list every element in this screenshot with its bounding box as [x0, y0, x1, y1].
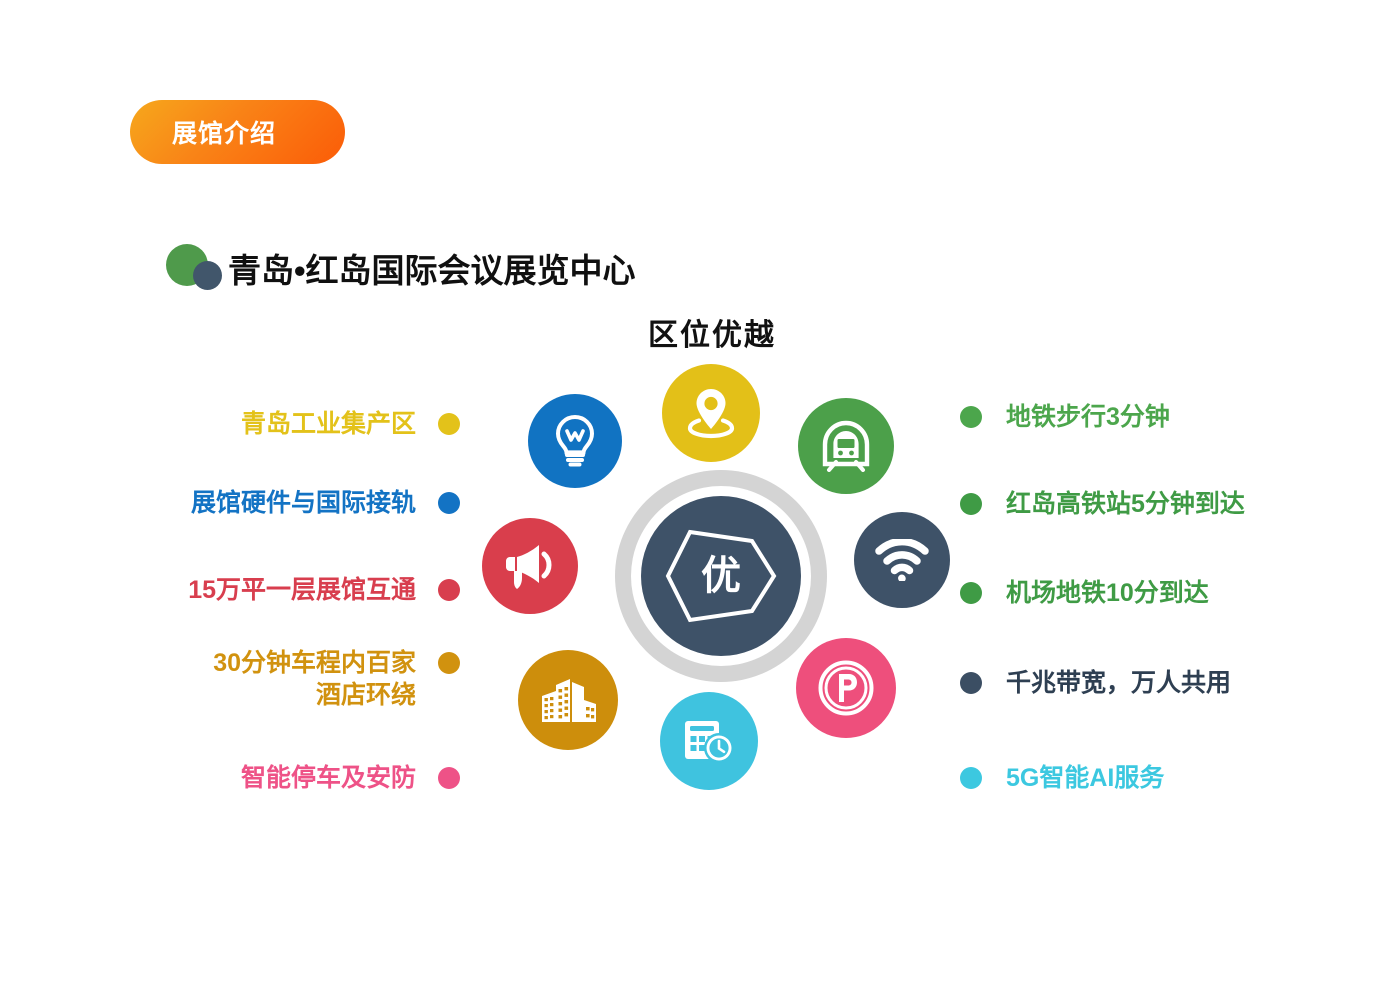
bullet-dot — [438, 579, 460, 601]
icon-circle-subway[interactable] — [798, 398, 894, 494]
hexagon-badge: 优 — [659, 522, 783, 630]
list-item: 青岛工业集产区 — [120, 408, 460, 440]
brand-header: 青岛•红岛国际会议展览中心 — [166, 244, 636, 292]
list-item: 15万平一层展馆互通 — [120, 574, 460, 606]
lightbulb-icon — [555, 415, 595, 467]
brand-title: 青岛•红岛国际会议展览中心 — [228, 252, 636, 289]
list-item: 展馆硬件与国际接轨 — [120, 487, 460, 519]
list-item: 地铁步行3分钟 — [960, 401, 1380, 433]
bullet-dot — [960, 582, 982, 604]
hexagon-outline-icon — [665, 529, 777, 623]
right-item-label: 千兆带宽，万人共用 — [1006, 669, 1232, 697]
list-item: 30分钟车程内百家 酒店环绕 — [120, 647, 460, 711]
right-item-label: 5G智能AI服务 — [1006, 764, 1165, 792]
list-item: 5G智能AI服务 — [960, 762, 1380, 794]
icon-circle-building[interactable] — [518, 650, 618, 750]
left-item-label: 智能停车及安防 — [240, 764, 416, 792]
left-item-label: 30分钟车程内百家 酒店环绕 — [213, 649, 416, 709]
icon-circle-location[interactable] — [662, 364, 760, 462]
brand-logo — [166, 244, 228, 292]
icon-circle-lightbulb[interactable] — [528, 394, 622, 488]
icon-circle-parking[interactable] — [796, 638, 896, 738]
list-item: 千兆带宽，万人共用 — [960, 667, 1380, 699]
bullet-dot — [960, 767, 982, 789]
right-item-label: 机场地铁10分到达 — [1006, 579, 1209, 607]
left-item-label: 展馆硬件与国际接轨 — [190, 489, 416, 517]
megaphone-icon — [506, 545, 552, 589]
bullet-dot — [960, 493, 982, 515]
center-character: 优 — [701, 554, 741, 598]
right-item-label: 地铁步行3分钟 — [1006, 403, 1170, 431]
icon-circle-megaphone[interactable] — [482, 518, 578, 614]
logo-slate-circle — [193, 261, 222, 290]
list-item: 红岛高铁站5分钟到达 — [960, 488, 1380, 520]
page-title: 区位优越 — [648, 319, 776, 352]
bullet-dot — [438, 413, 460, 435]
icon-circle-wifi[interactable] — [854, 512, 950, 608]
calendar-clock-icon — [685, 721, 734, 763]
bullet-dot — [960, 406, 982, 428]
list-item: 机场地铁10分到达 — [960, 577, 1380, 609]
building-icon — [542, 679, 596, 722]
bullet-dot — [960, 672, 982, 694]
bullet-dot — [438, 492, 460, 514]
parking-icon — [818, 660, 874, 716]
center-emblem: 优 — [615, 470, 827, 682]
bullet-dot — [438, 652, 460, 674]
section-badge-label: 展馆介绍 — [172, 120, 277, 148]
icon-circle-calendar-clock[interactable] — [660, 692, 758, 790]
left-item-label: 青岛工业集产区 — [240, 410, 416, 438]
wifi-icon — [875, 539, 929, 581]
section-badge: 展馆介绍 — [130, 100, 345, 164]
left-item-label: 15万平一层展馆互通 — [188, 576, 416, 604]
subway-icon — [822, 420, 870, 472]
bullet-dot — [438, 767, 460, 789]
list-item: 智能停车及安防 — [120, 762, 460, 794]
center-disc: 优 — [641, 496, 801, 656]
map-pin-icon — [687, 389, 735, 439]
right-item-label: 红岛高铁站5分钟到达 — [1006, 490, 1245, 518]
